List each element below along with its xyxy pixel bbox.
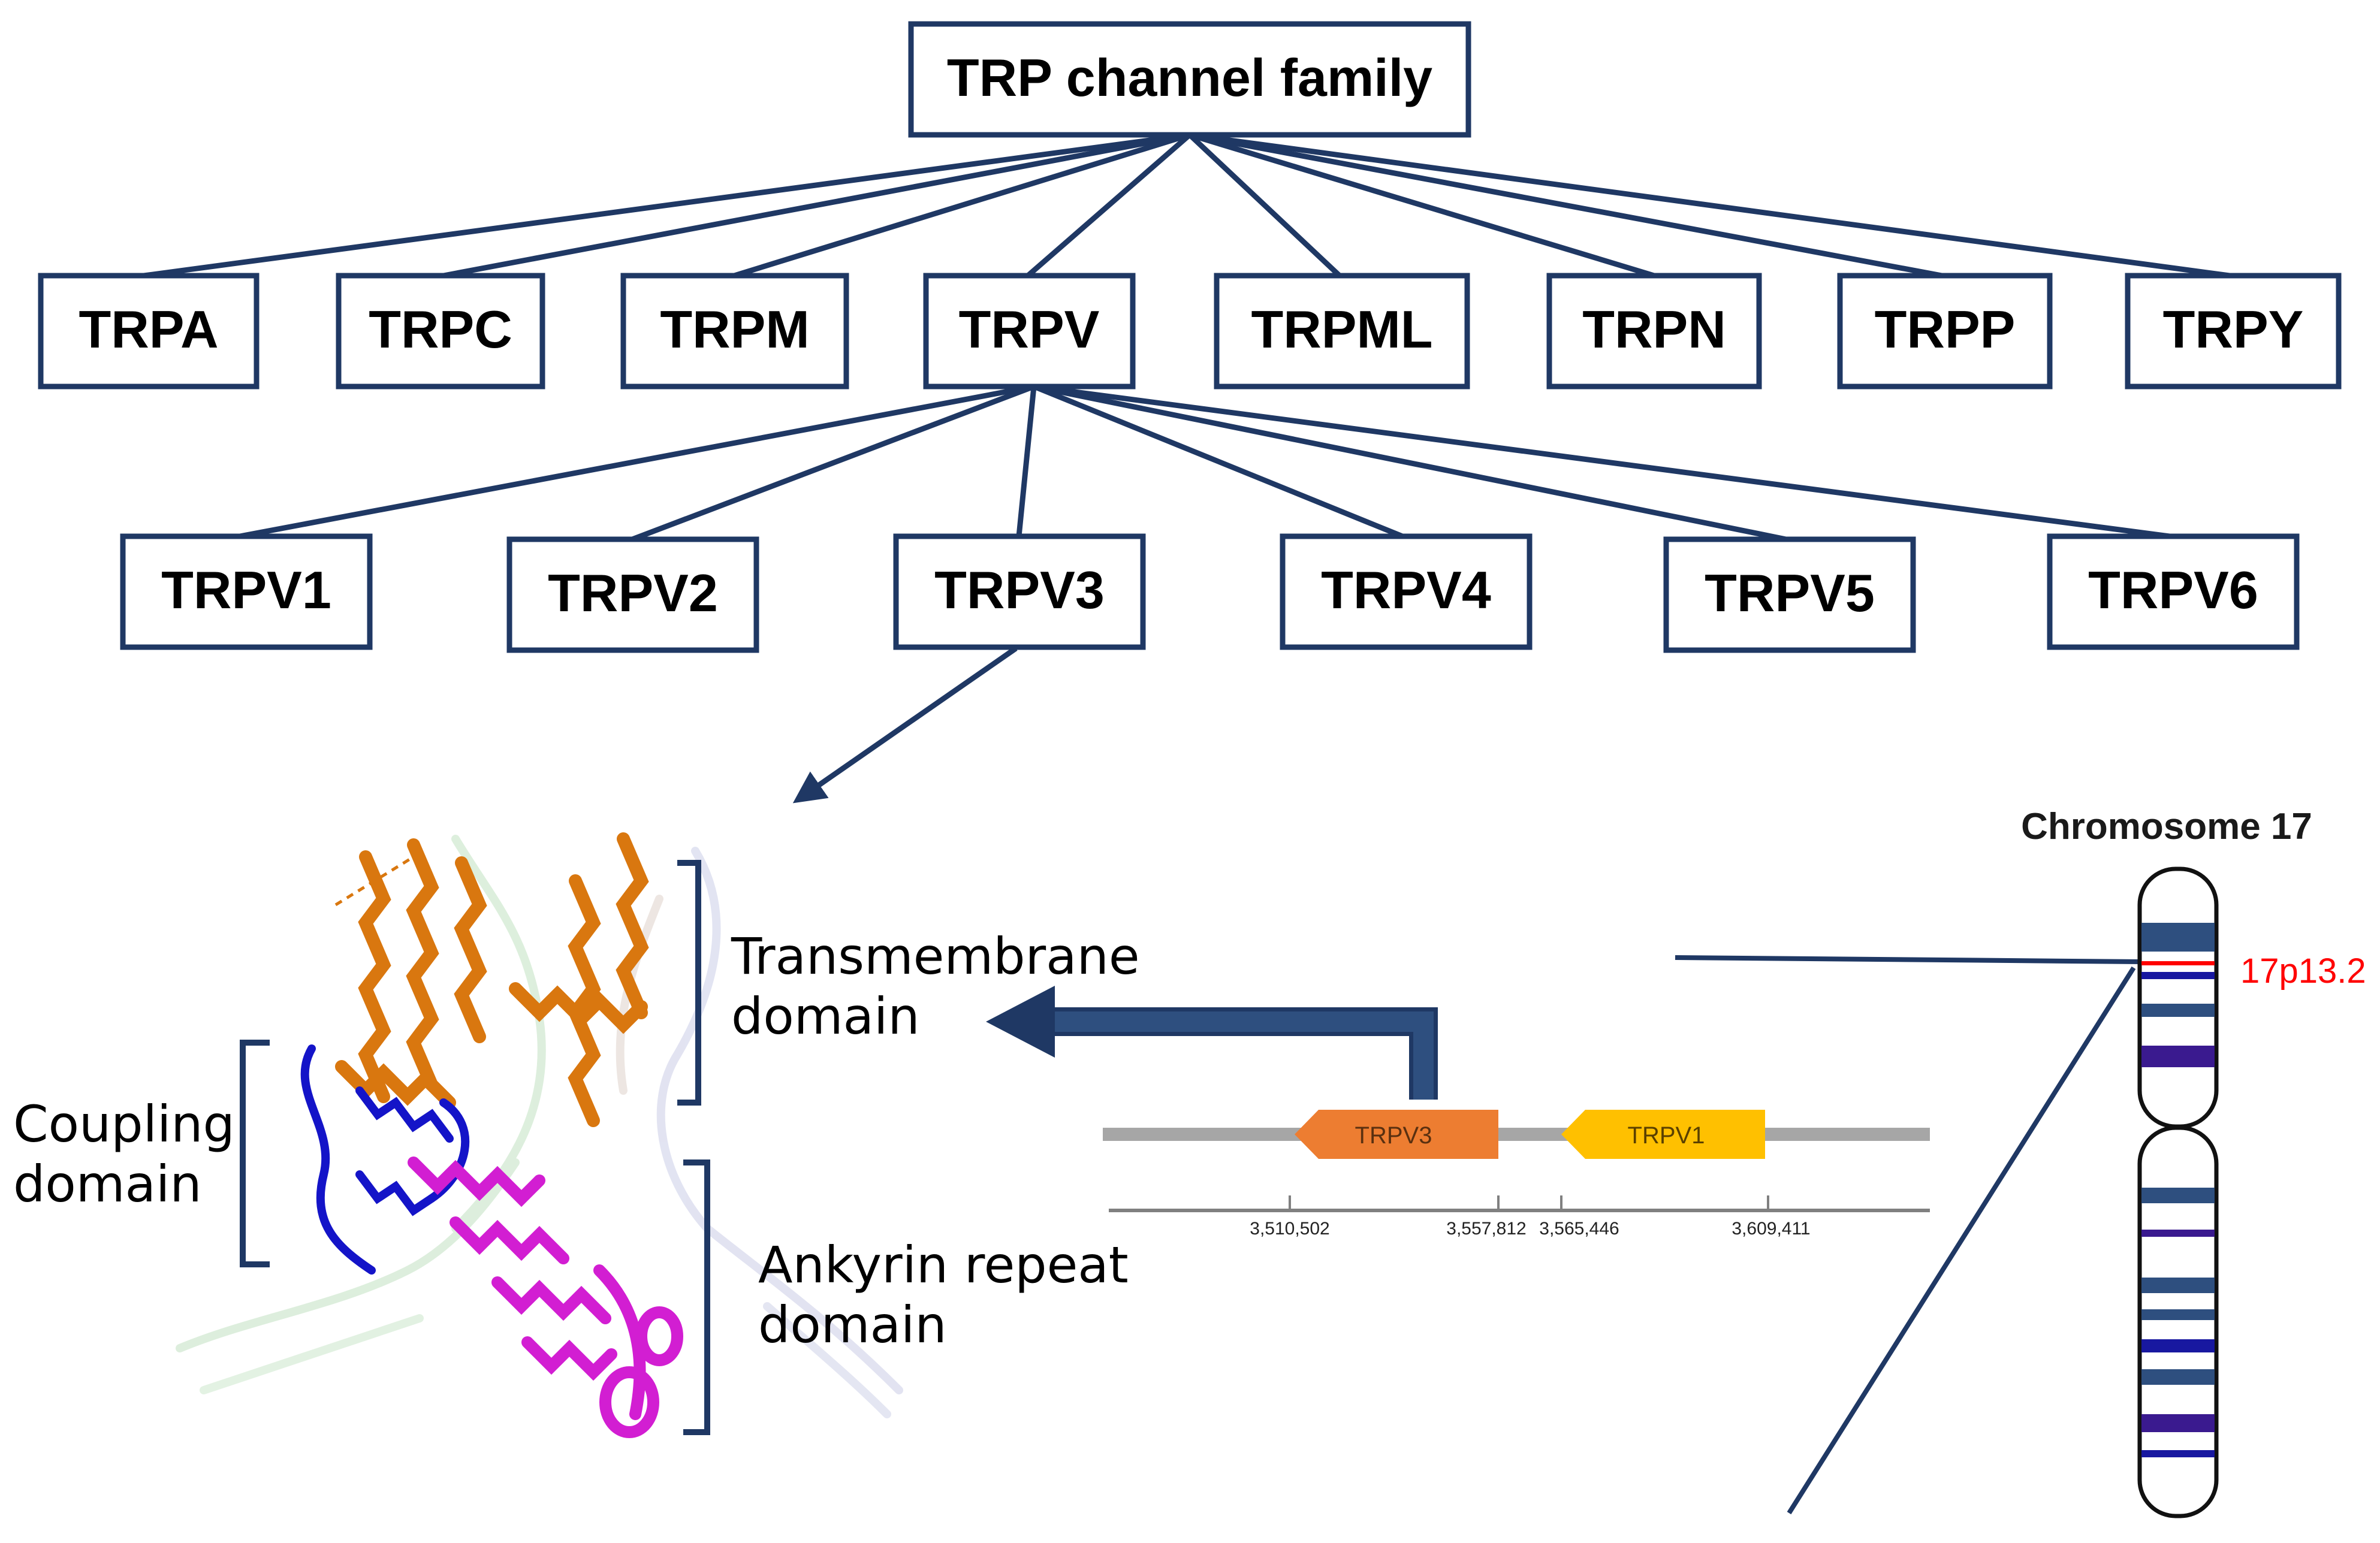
member-label: TRPV6 xyxy=(2088,560,2258,620)
ruler-ticks xyxy=(1289,1195,1769,1210)
gene-track: TRPV3 TRPV1 3,510,502 3,557,812 3,565,44… xyxy=(1103,1110,1930,1239)
transmembrane-bracket xyxy=(677,860,701,1106)
band-17p13-2 xyxy=(2141,961,2215,965)
coordinate-label: 3,609,411 xyxy=(1732,1219,1810,1239)
trpv-member-row: TRPV1 TRPV2 TRPV3 TRPV4 TRPV5 TRPV6 xyxy=(120,533,2300,653)
trpv-connectors xyxy=(237,384,2173,542)
coordinate-label: 3,565,446 xyxy=(1539,1219,1619,1239)
member-label: TRPV5 xyxy=(1705,563,1875,623)
root-node: TRP channel family xyxy=(908,21,1471,138)
gene-label-trpv1: TRPV1 xyxy=(1628,1122,1705,1149)
member-box-trpv5: TRPV5 xyxy=(1663,536,1916,653)
subfamily-box-trpc: TRPC xyxy=(336,273,545,389)
member-label: TRPV2 xyxy=(548,563,718,623)
coupling-label-line2: domain xyxy=(13,1155,202,1213)
transmembrane-helices xyxy=(335,832,649,1127)
chromosome-q-arm xyxy=(2137,1125,2219,1518)
ankyrin-domain-helices xyxy=(408,1157,683,1438)
chromosome-p-arm xyxy=(2137,866,2219,1129)
gene-trpv1: TRPV1 xyxy=(1561,1110,1765,1159)
root-label: TRP channel family xyxy=(947,48,1432,107)
dashed-loop xyxy=(334,855,415,907)
coordinate-label: 3,557,812 xyxy=(1446,1219,1526,1239)
subfamily-box-trpp: TRPP xyxy=(1837,273,2053,389)
transmembrane-label-line1: Transmembrane xyxy=(731,927,1140,986)
domain-labels: Transmembrane domain Coupling domain Ank… xyxy=(13,927,1140,1354)
subfamily-label: TRPV xyxy=(959,300,1100,359)
subfamily-label: TRPML xyxy=(1251,300,1432,359)
ankyrin-label-line2: domain xyxy=(758,1296,947,1354)
subfamily-box-trpm: TRPM xyxy=(620,273,849,389)
coupling-label-line1: Coupling xyxy=(13,1095,235,1154)
gene-label-trpv3: TRPV3 xyxy=(1355,1122,1432,1149)
member-box-trpv1: TRPV1 xyxy=(120,533,373,650)
member-label: TRPV4 xyxy=(1321,560,1491,620)
member-label: TRPV3 xyxy=(934,560,1105,620)
gene-trpv3: TRPV3 xyxy=(1295,1110,1498,1159)
gene-to-structure-arrow xyxy=(986,986,1438,1100)
subfamily-row: TRPA TRPC TRPM TRPV TRPML TRPN TRPP TRP xyxy=(38,273,2342,389)
ankyrin-label-line1: Ankyrin repeat xyxy=(758,1236,1129,1294)
protein-structure-illustration xyxy=(176,832,903,1438)
subfamily-label: TRPA xyxy=(79,300,218,359)
ankyrin-bracket xyxy=(683,1159,710,1435)
chromosome-17: Chromosome 17 17p13.2 xyxy=(2021,806,2366,1518)
coupling-bracket xyxy=(240,1040,270,1267)
member-label: TRPV1 xyxy=(161,560,331,620)
root-connectors xyxy=(141,132,2233,279)
trpv3-structure-arrow xyxy=(792,646,1018,804)
member-box-trpv3: TRPV3 xyxy=(893,533,1146,650)
member-box-trpv6: TRPV6 xyxy=(2047,533,2300,650)
transmembrane-label-line2: domain xyxy=(731,987,920,1046)
subfamily-label: TRPY xyxy=(2163,300,2304,359)
member-box-trpv4: TRPV4 xyxy=(1280,533,1533,650)
band-label: 17p13.2 xyxy=(2240,952,2366,991)
subfamily-box-trpv: TRPV xyxy=(923,273,1136,389)
subfamily-label: TRPM xyxy=(660,300,809,359)
chromosome-title: Chromosome 17 xyxy=(2021,806,2312,847)
subfamily-label: TRPN xyxy=(1582,300,1726,359)
subfamily-box-trpml: TRPML xyxy=(1214,273,1470,389)
genomic-backbone xyxy=(1103,1128,1930,1141)
chromosome-zoom-lines xyxy=(1675,955,2143,1515)
domain-brackets xyxy=(240,860,710,1435)
subfamily-label: TRPC xyxy=(369,300,512,359)
member-box-trpv2: TRPV2 xyxy=(506,536,759,653)
subfamily-box-trpn: TRPN xyxy=(1546,273,1762,389)
coordinate-label: 3,510,502 xyxy=(1250,1219,1329,1239)
subfamily-label: TRPP xyxy=(1875,300,2016,359)
subfamily-box-trpa: TRPA xyxy=(38,273,260,389)
subfamily-box-trpy: TRPY xyxy=(2125,273,2342,389)
